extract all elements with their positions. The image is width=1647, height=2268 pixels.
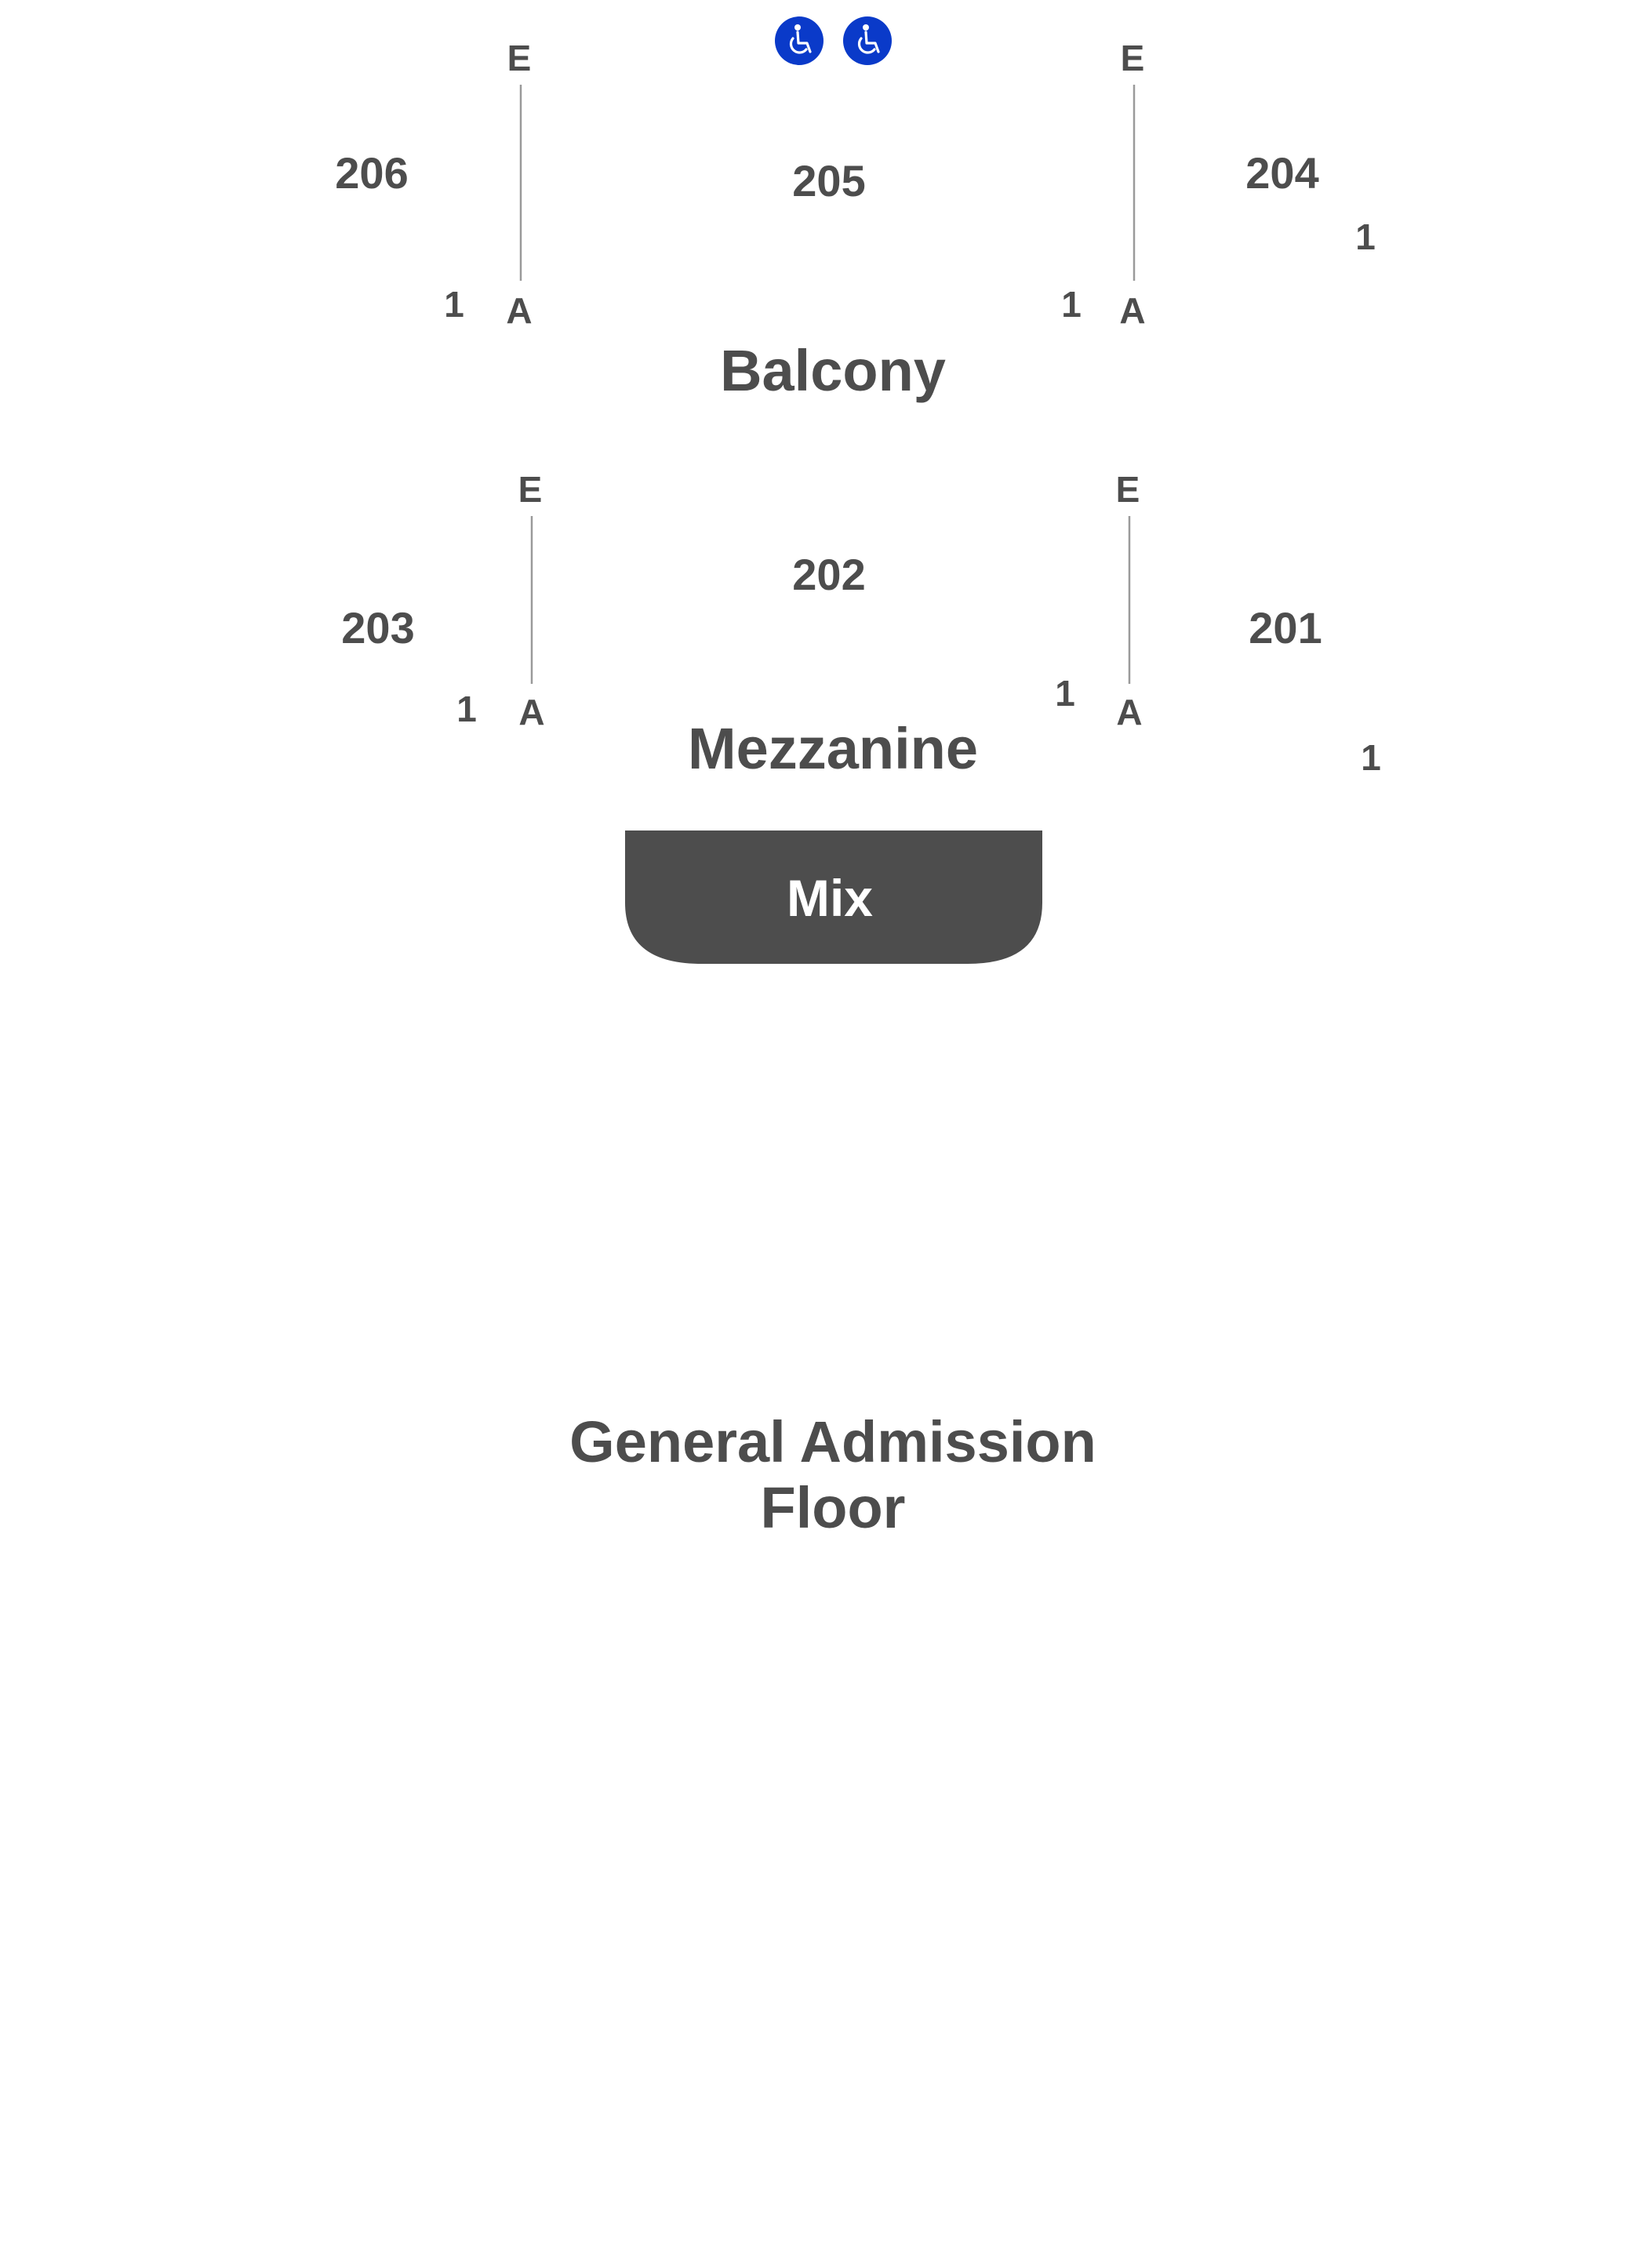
row-label-e: E: [518, 469, 543, 510]
row-label-e: E: [507, 38, 532, 78]
mix-position[interactable]: Mix: [625, 831, 1042, 964]
seat-number-label: 1: [1355, 216, 1376, 257]
balcony-left-row-indicator: E A 1: [444, 38, 532, 331]
wheelchair-icon[interactable]: [775, 16, 824, 65]
row-label-a: A: [518, 692, 544, 732]
mezzanine-left-row-indicator: E A 1: [456, 469, 544, 732]
section-206[interactable]: 206: [335, 148, 408, 198]
floor-title-line2: Floor: [761, 1475, 906, 1540]
floor-title-line1: General Admission: [569, 1409, 1096, 1474]
mezzanine-right-row-indicator: E A 1: [1055, 469, 1142, 732]
seat-number-label: 1: [444, 284, 464, 325]
row-label-e: E: [1121, 38, 1145, 78]
section-202[interactable]: 202: [792, 550, 865, 599]
mix-area-shape: [625, 831, 1042, 964]
row-label-a: A: [506, 290, 532, 331]
section-201[interactable]: 201: [1249, 603, 1322, 652]
seat-number-label: 1: [1055, 673, 1075, 714]
row-label-a: A: [1119, 290, 1145, 331]
general-admission-floor[interactable]: General Admission Floor: [569, 1409, 1096, 1540]
section-203[interactable]: 203: [341, 603, 414, 652]
mezzanine-title: Mezzanine: [688, 716, 978, 781]
mix-label: Mix: [787, 869, 873, 927]
seat-number-label: 1: [1361, 737, 1381, 778]
wheelchair-icon[interactable]: [843, 16, 892, 65]
row-label-a: A: [1116, 692, 1142, 732]
row-label-e: E: [1116, 469, 1140, 510]
section-204[interactable]: 204: [1245, 148, 1318, 198]
balcony-right-row-indicator: E A 1: [1061, 38, 1145, 331]
balcony-title: Balcony: [720, 338, 946, 403]
seat-number-label: 1: [456, 689, 477, 729]
seat-number-label: 1: [1061, 284, 1082, 325]
section-205[interactable]: 205: [792, 156, 865, 205]
